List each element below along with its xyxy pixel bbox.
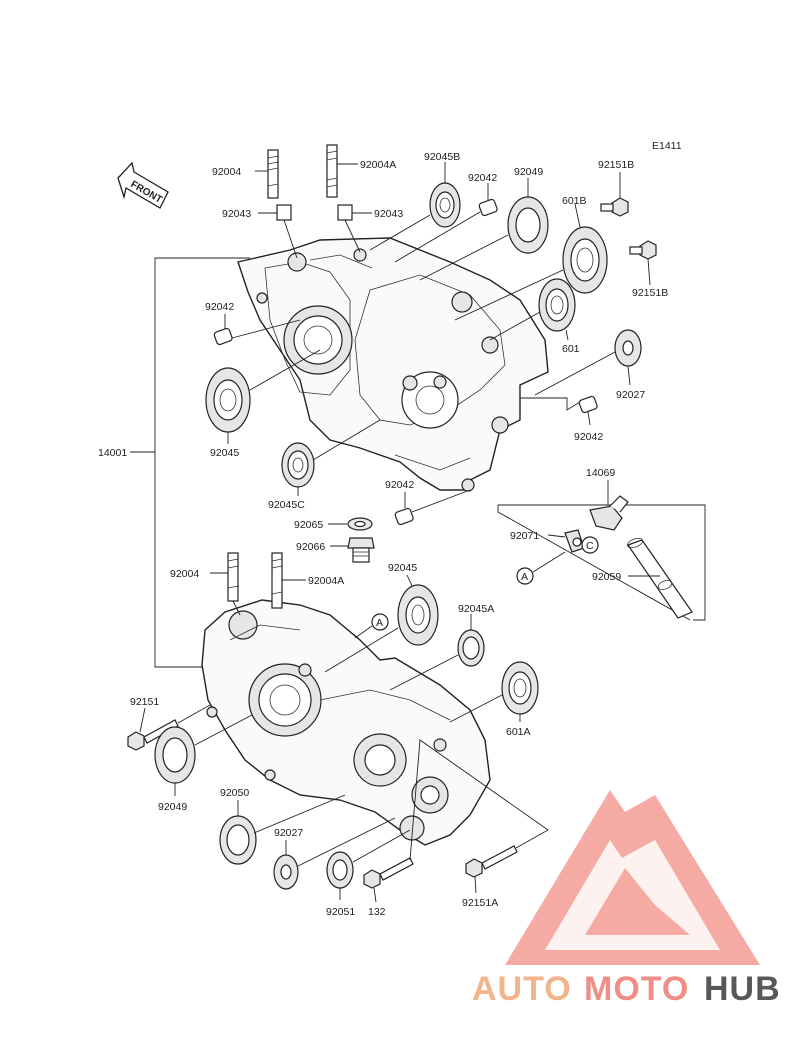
label-92004-bottom: 92004 [170, 568, 199, 580]
bolt-92151B-top [600, 197, 629, 217]
watermark-moto: MOTO [584, 970, 689, 1008]
label-92045B: 92045B [424, 151, 460, 163]
bearing-601A [501, 661, 539, 715]
label-92065: 92065 [294, 519, 323, 531]
label-92071: 92071 [510, 530, 539, 542]
bearing-92045-bottom [397, 584, 439, 646]
label-601A: 601A [506, 726, 531, 738]
label-92042-a: 92042 [468, 172, 497, 184]
label-92049-top: 92049 [514, 166, 543, 178]
lower-crankcase [201, 599, 491, 846]
callout-c-icon: C [581, 536, 599, 554]
label-92043-right: 92043 [374, 208, 403, 220]
label-14001: 14001 [98, 447, 127, 459]
upper-crankcase [237, 237, 549, 492]
bolt-92151-left [127, 719, 179, 751]
callout-a-lower-icon: A [516, 567, 534, 585]
seal-92050 [219, 815, 257, 865]
callout-c: C [586, 540, 594, 552]
bearing-601 [538, 278, 576, 332]
fitting-92071 [564, 529, 585, 553]
dowel-92043-right [337, 204, 353, 221]
stud-92004A-bottom [271, 552, 283, 609]
label-601B: 601B [562, 195, 587, 207]
label-92151B-top: 92151B [598, 159, 634, 171]
front-arrow-icon: FRONT [117, 161, 169, 209]
bearing-92045B [429, 182, 461, 228]
label-92045A: 92045A [458, 603, 494, 615]
seal-92051 [326, 851, 354, 889]
label-92045C: 92045C [268, 499, 305, 511]
bolt-132 [363, 857, 414, 889]
bearing-92045C [281, 442, 315, 488]
bearing-92045-left [205, 367, 251, 433]
label-92045-bottom: 92045 [388, 562, 417, 574]
gasket-92065 [347, 517, 373, 531]
label-92004A-top: 92004A [360, 159, 396, 171]
stud-92004-bottom [227, 552, 239, 602]
stud-92004A-top [326, 144, 338, 198]
bolt-92151B-right [629, 240, 657, 260]
label-92027-top: 92027 [616, 389, 645, 401]
dowel-92042-left [213, 327, 233, 346]
label-92042-mid: 92042 [574, 431, 603, 443]
stud-92004-top [267, 149, 279, 199]
label-14069: 14069 [586, 467, 615, 479]
watermark-logo [505, 790, 760, 965]
dowel-92042-a [478, 198, 498, 217]
bearing-601B [562, 226, 608, 294]
label-92042-low: 92042 [385, 479, 414, 491]
callout-a-2: A [376, 617, 383, 629]
plug-92066 [347, 537, 375, 563]
label-92151B-right: 92151B [632, 287, 668, 299]
callout-a-1: A [521, 571, 528, 583]
label-92066: 92066 [296, 541, 325, 553]
washer-92027-top [614, 329, 642, 367]
bearing-92045A [457, 629, 485, 667]
label-92043-left: 92043 [222, 208, 251, 220]
label-92042-left: 92042 [205, 301, 234, 313]
label-92004A-bottom: 92004A [308, 575, 344, 587]
label-92051: 92051 [326, 906, 355, 918]
label-92151-left: 92151 [130, 696, 159, 708]
label-132: 132 [368, 906, 386, 918]
washer-92027-bottom [273, 854, 299, 890]
callout-a-upper-icon: A [371, 613, 389, 631]
dowel-92042-mid [578, 395, 598, 414]
label-601: 601 [562, 343, 580, 355]
watermark-hub: HUB [704, 970, 781, 1008]
label-92004-top: 92004 [212, 166, 241, 178]
hose-92059 [626, 537, 693, 619]
label-92050: 92050 [220, 787, 249, 799]
label-92027-bottom: 92027 [274, 827, 303, 839]
dowel-92042-low [394, 507, 414, 526]
label-92049-bottom: 92049 [158, 801, 187, 813]
label-92045-left: 92045 [210, 447, 239, 459]
label-92151A: 92151A [462, 897, 498, 909]
seal-92049-top [507, 196, 549, 254]
dowel-92043-left [276, 204, 292, 221]
figure-code: E1411 [652, 140, 682, 152]
watermark-auto: AUTO [472, 970, 572, 1008]
bolt-92151A [465, 845, 518, 878]
label-92059: 92059 [592, 571, 621, 583]
elbow-fitting [589, 495, 629, 531]
seal-92049-bottom [154, 726, 196, 784]
